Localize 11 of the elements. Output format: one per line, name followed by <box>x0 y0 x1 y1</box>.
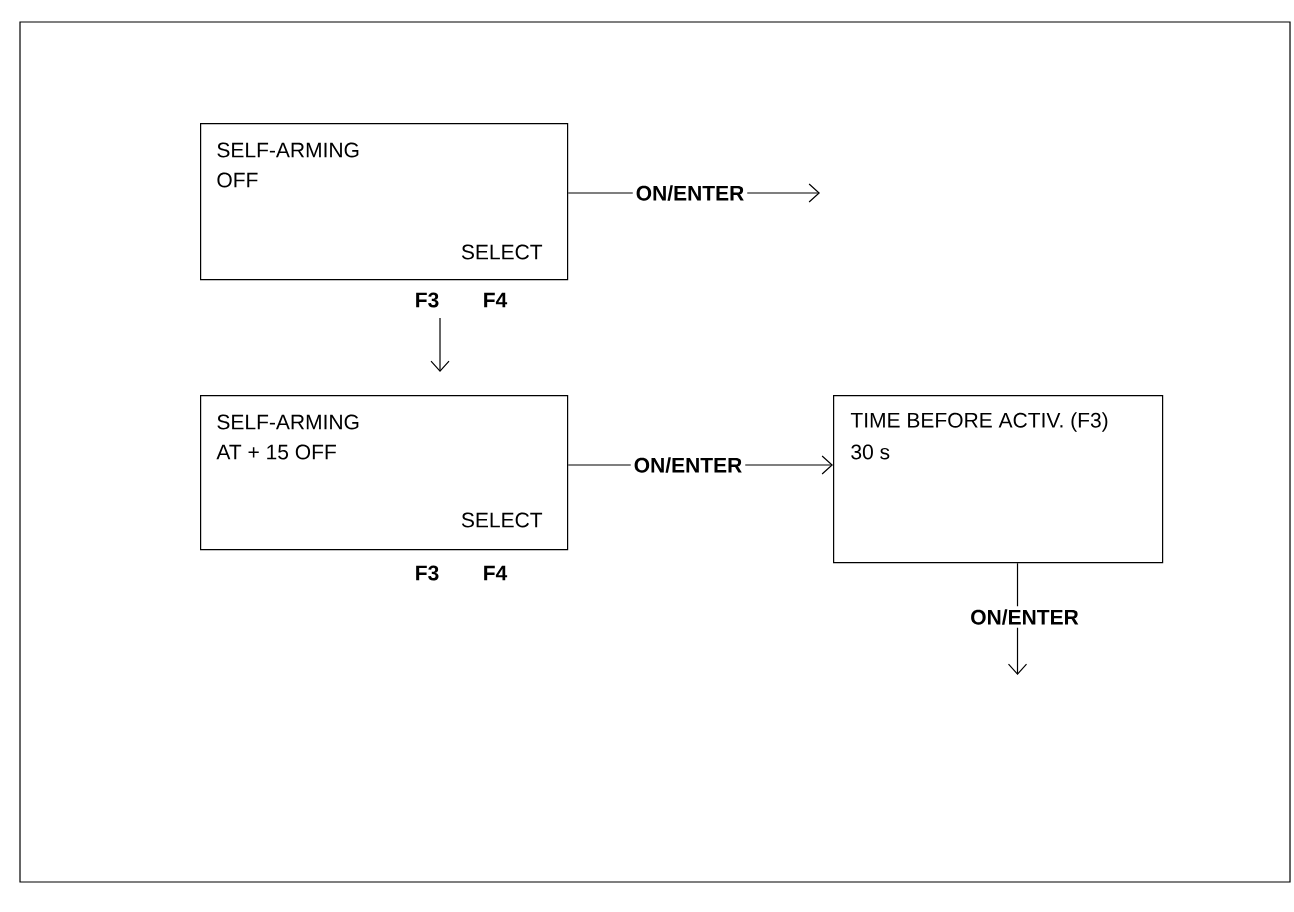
edge-label: ON/ENTER <box>967 606 1082 628</box>
display-box: TIME BEFORE ACTIV. (F3) 30 s <box>833 395 1164 564</box>
key-label: F3 <box>416 565 439 581</box>
display-box: SELF-ARMING AT + 15 OFF SELECT <box>200 395 569 551</box>
edge-label: ON/ENTER <box>630 454 746 476</box>
arrow <box>430 317 450 372</box>
display-box: SELF-ARMING OFF SELECT <box>200 123 569 281</box>
key-label: F4 <box>484 565 508 581</box>
key-label: F4 <box>484 292 508 308</box>
edge-label: ON/ENTER <box>632 182 748 204</box>
key-label: F3 <box>416 292 439 308</box>
